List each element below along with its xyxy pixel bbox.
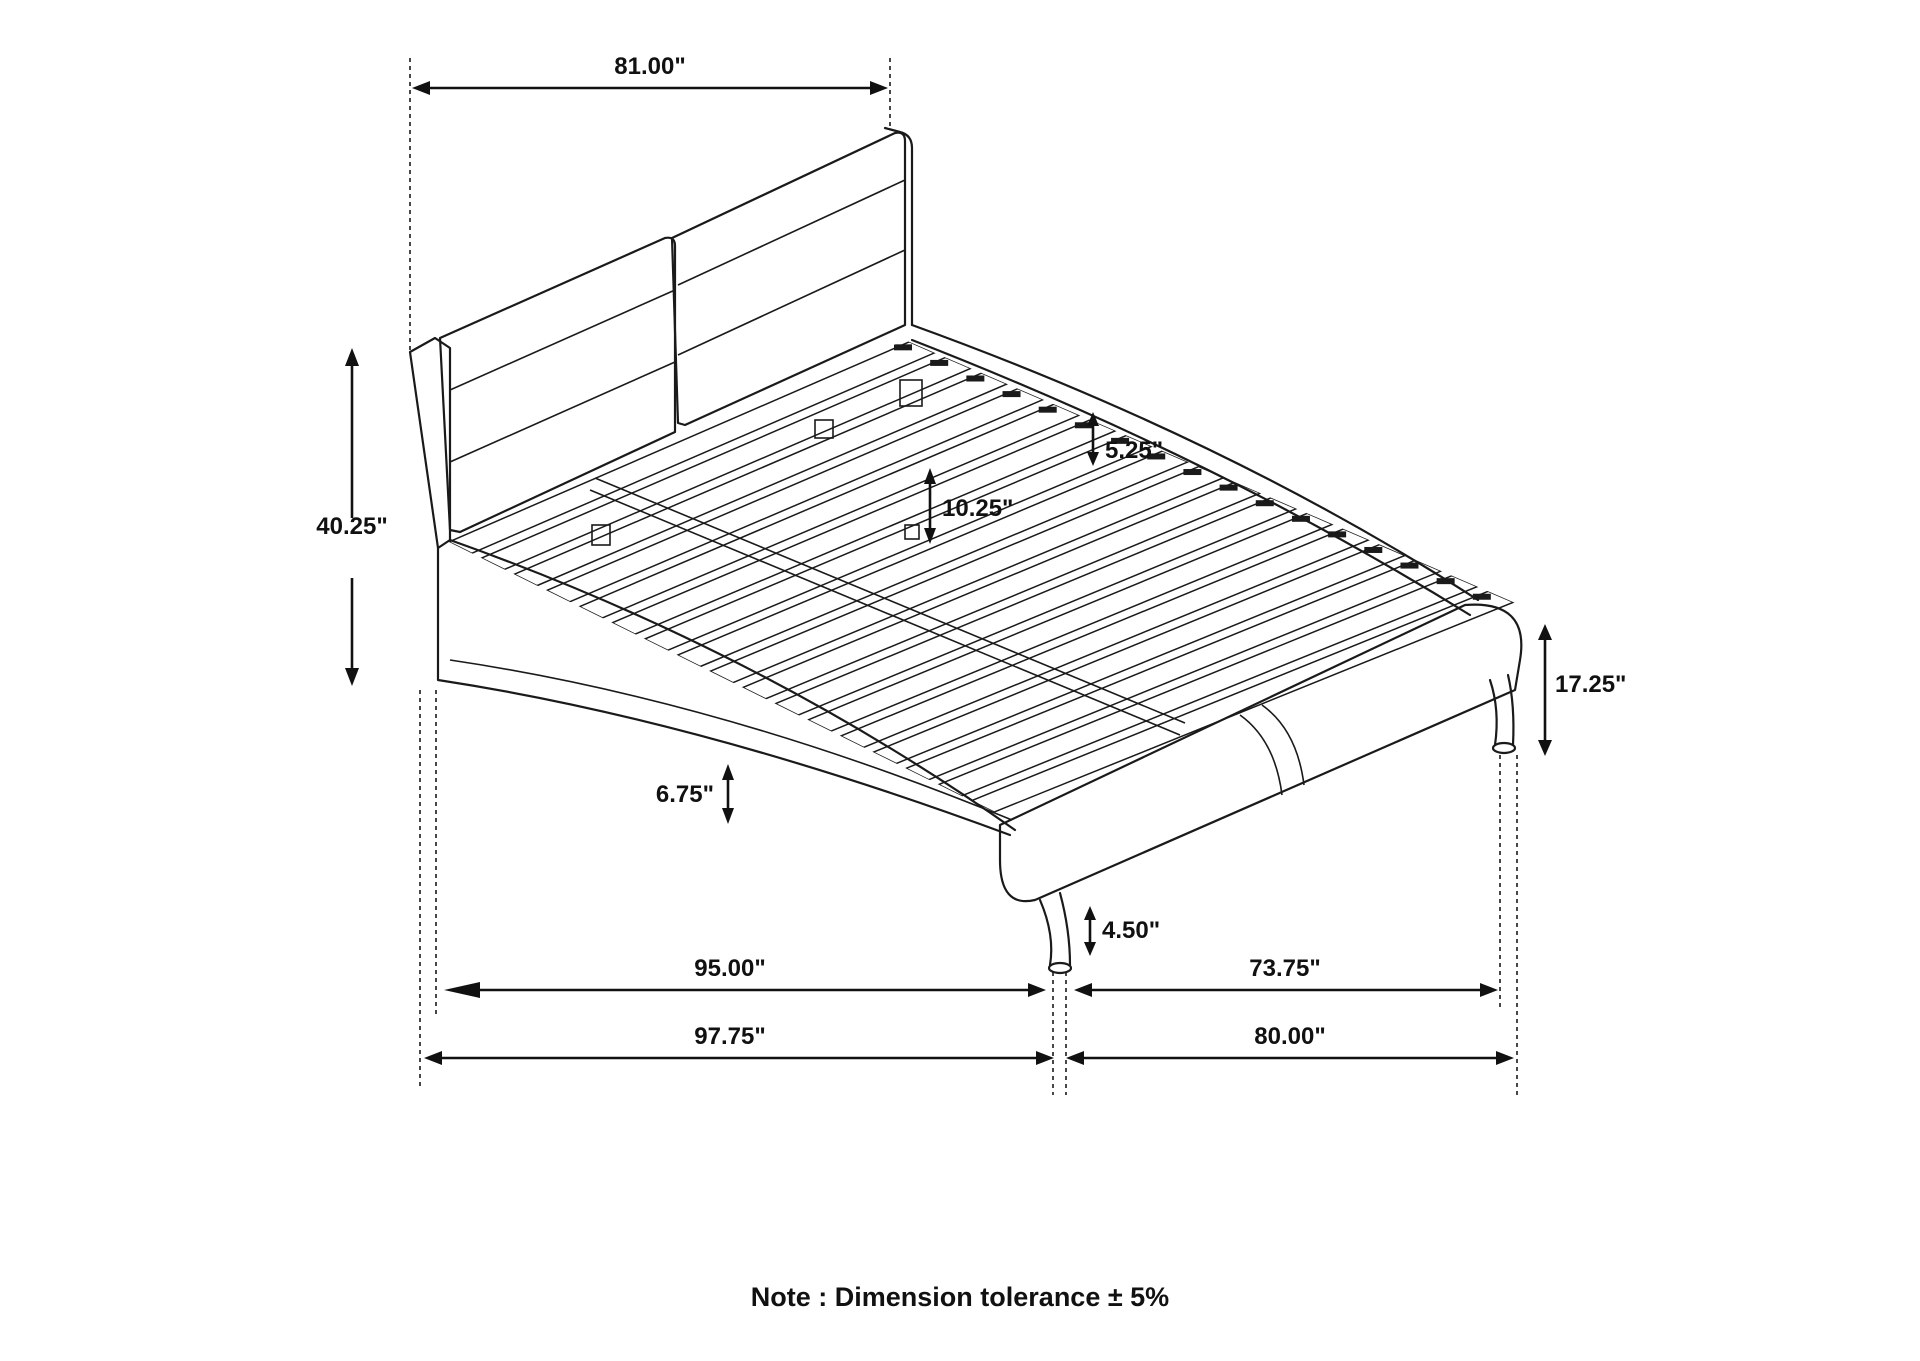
- slat: [904, 559, 1444, 781]
- slat: [806, 512, 1335, 733]
- slat-clip: [1328, 531, 1347, 538]
- slat-clip: [894, 344, 913, 351]
- dim-headboard-width: 81.00": [614, 53, 685, 80]
- slat-clip: [1219, 484, 1238, 491]
- dim-rail-height: 5.25": [1105, 437, 1163, 464]
- slat: [545, 387, 1046, 603]
- slat-clip: [1400, 562, 1419, 569]
- dim-footboard-height: 17.25": [1555, 671, 1626, 698]
- bracket: [899, 379, 923, 407]
- center-support: [589, 477, 1186, 736]
- slat: [643, 434, 1154, 652]
- dim-inner-width: 73.75": [1249, 955, 1320, 982]
- headboard-right-panel: [670, 131, 907, 427]
- slat: [512, 372, 1009, 587]
- leg-front: [1038, 891, 1073, 975]
- dim-slat-gap: 10.25": [942, 495, 1013, 522]
- tolerance-note: Note : Dimension tolerance ± 5%: [751, 1282, 1169, 1312]
- dimension-arrows: [345, 81, 1552, 1065]
- headboard-left-panel: [438, 236, 677, 534]
- extension-lines: [409, 58, 1518, 1095]
- leg-back: [1488, 673, 1517, 755]
- dim-side-rail-depth: 6.75": [656, 781, 714, 808]
- slat-clip: [1111, 437, 1130, 444]
- dim-overall-length: 97.75": [694, 1023, 765, 1050]
- slat-clip: [1147, 453, 1166, 460]
- slat-clip: [966, 375, 985, 382]
- slat-clip: [1472, 593, 1491, 600]
- dim-overall-width: 80.00": [1254, 1023, 1325, 1050]
- slat-clip: [1364, 546, 1383, 553]
- slat-clip: [1038, 406, 1057, 413]
- headboard-frame: [408, 336, 452, 550]
- dim-inner-length: 95.00": [694, 955, 765, 982]
- side-rail-left: [436, 538, 1017, 837]
- bed-outline: [408, 126, 1523, 975]
- slat-clip: [1436, 578, 1455, 585]
- slat-clip: [1255, 500, 1274, 507]
- slat-clip: [1074, 422, 1093, 429]
- slat-clip: [930, 359, 949, 366]
- footboard: [998, 603, 1523, 903]
- slat-clip: [1002, 391, 1021, 398]
- slat-clip: [1183, 469, 1202, 476]
- side-rail-right: [910, 323, 1480, 617]
- slat-deck: [447, 341, 1516, 813]
- dim-leg-height: 4.50": [1102, 917, 1160, 944]
- dim-headboard-height: 40.25": [316, 513, 387, 540]
- slat: [838, 528, 1371, 749]
